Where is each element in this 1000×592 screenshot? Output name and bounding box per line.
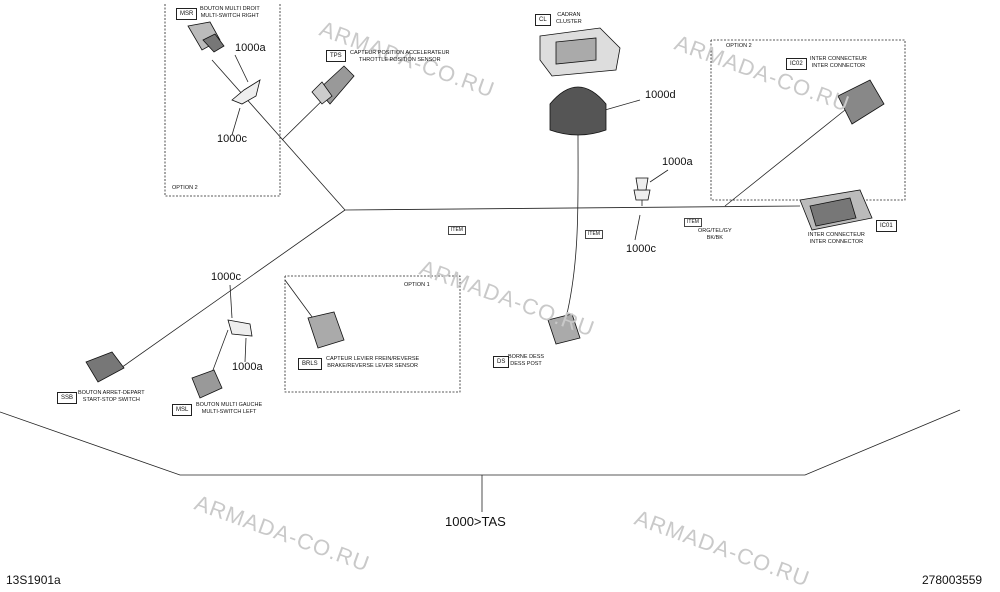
ic1-code-box: IC01	[876, 220, 897, 232]
cl-code-box: CL	[535, 14, 551, 26]
ic1-connector	[799, 189, 873, 231]
msr-label: BOUTON MULTI DROIT MULTI-SWITCH RIGHT	[200, 6, 260, 19]
wire-ref-1000c: 1000c	[217, 133, 247, 145]
option-2-right-box	[710, 39, 906, 201]
msr-code-box: MSR	[176, 8, 198, 20]
wire-ref-1000c: 1000c	[211, 271, 241, 283]
msl-connector	[191, 369, 223, 399]
cluster-part	[539, 27, 621, 136]
msr-connector	[187, 21, 225, 53]
ssb-connector	[85, 351, 125, 383]
wire-tag: ITEM	[684, 218, 702, 227]
tps-label: CAPTEUR POSITION ACCELERATEUR THROTTLE P…	[350, 50, 450, 63]
bls-label: CAPTEUR LEVIER FREIN/REVERSE BRAKE/REVER…	[326, 356, 420, 369]
tps-code-box: TPS	[326, 50, 346, 62]
splice-top	[231, 79, 261, 105]
wire-ref-1000a: 1000a	[235, 42, 266, 54]
trunk-upper-branch	[211, 59, 346, 211]
ic1-label: INTER CONNECTEUR INTER CONNECTOR	[808, 232, 865, 245]
harness-outline	[0, 409, 961, 476]
tps-connector	[311, 65, 355, 105]
figure-code-right: 278003559	[922, 573, 983, 587]
wire-tag: ITEM	[585, 230, 603, 239]
wire-ref-1000d: 1000d	[645, 89, 676, 101]
ic2-connector	[837, 79, 885, 125]
dp-code-box: DS	[493, 356, 510, 368]
option-1-box	[284, 275, 461, 393]
ssb-code-box: SSB	[57, 392, 78, 404]
option-2-label: OPTION 2	[172, 185, 198, 191]
ic2-code-box: IC02	[786, 58, 807, 70]
msl-code-box: MSL	[172, 404, 193, 416]
option-2-label: OPTION 2	[726, 43, 752, 49]
msl-label: BOUTON MULTI GAUCHE MULTI-SWITCH LEFT	[196, 402, 263, 415]
wire-tag: ITEM	[448, 226, 466, 235]
trunk-lower-branch	[117, 209, 346, 371]
ic2-branch	[724, 109, 846, 207]
figure-code-left: 13S1901a	[6, 573, 61, 587]
splice-mid	[227, 319, 253, 337]
splice-right	[633, 177, 651, 201]
dp-label: BORNE DESS DESS POST	[508, 354, 545, 367]
main-harness-label: 1000>TAS	[445, 514, 506, 529]
option-2-left-box	[164, 4, 281, 197]
wire-ref-1000a: 1000a	[232, 361, 263, 373]
cluster-branch	[565, 134, 579, 319]
wire-ref-1000a: 1000a	[662, 156, 693, 168]
dess-post-connector	[547, 313, 581, 345]
option-1-label: OPTION 1	[404, 282, 430, 288]
bls-connector	[307, 311, 345, 349]
ic2-label: INTER CONNECTEUR INTER CONNECTOR	[810, 56, 867, 69]
wire-note: ORG/TEL/GY BK/BK	[698, 228, 732, 241]
cl-label: CADRAN CLUSTER	[556, 12, 582, 25]
main-trunk	[344, 205, 801, 211]
wire-ref-1000c: 1000c	[626, 243, 656, 255]
ssb-label: BOUTON ARRET-DEPART START-STOP SWITCH	[78, 390, 145, 403]
bls-code-box: BRLS	[298, 358, 322, 370]
